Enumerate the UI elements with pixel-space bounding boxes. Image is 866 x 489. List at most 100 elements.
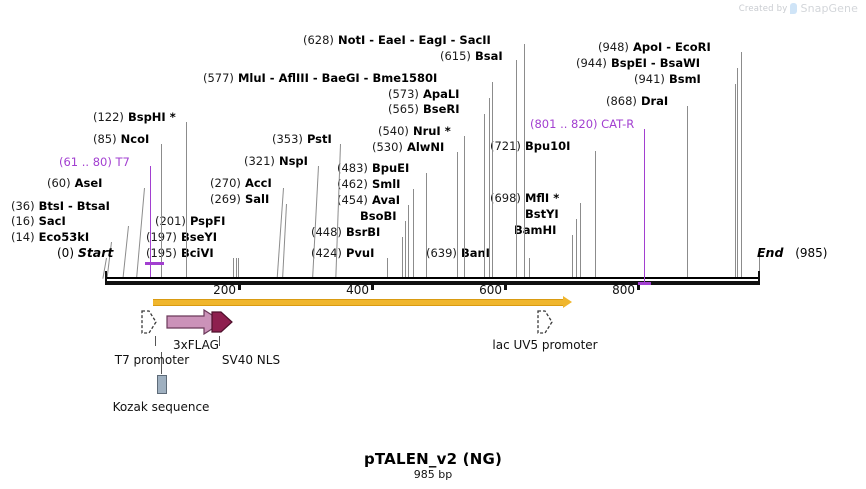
enzyme-label-bani[interactable]: (639) BanI (426, 247, 490, 259)
enzyme-label-acci[interactable]: (270) AccI (210, 177, 272, 189)
feature-label-t7-promoter[interactable]: T7 promoter (114, 353, 190, 367)
feature-lac-uv5-promoter-arrow[interactable] (536, 309, 554, 339)
feature-tick (155, 336, 156, 346)
enzyme-label-saci[interactable]: (16) SacI (11, 215, 66, 227)
enzyme-names: PstI (306, 132, 332, 146)
enzyme-label-noti[interactable]: (628) NotI - EaeI - EagI - SacII (303, 34, 491, 46)
leader-line (408, 205, 409, 279)
enzyme-label-smli[interactable]: (462) SmlI (337, 178, 400, 190)
enzyme-label-bsphi[interactable]: (122) BspHI * (93, 111, 176, 123)
feature-label-3xflag[interactable]: 3xFLAG (173, 338, 219, 352)
enzyme-label-apoi[interactable]: (948) ApoI - EcoRI (598, 41, 711, 53)
feature-position: (801 .. 820) (530, 117, 598, 131)
leader-line (580, 203, 581, 279)
ruler-tick-600 (504, 281, 507, 290)
enzyme-position: (721) (490, 139, 521, 153)
start-position: (0) (57, 246, 74, 260)
plasmid-length: 985 bp (413, 468, 453, 481)
enzyme-label-drai[interactable]: (868) DraI (606, 95, 668, 107)
end-text: End (757, 245, 784, 260)
enzyme-label-bspei[interactable]: (944) BspEI - BsaWI (576, 57, 700, 69)
feature-label-kozak[interactable]: Kozak sequence (112, 400, 210, 414)
enzyme-label-alwni[interactable]: (530) AlwNI (372, 141, 444, 153)
enzyme-label-bpuei[interactable]: (483) BpuEI (337, 162, 409, 174)
enzyme-label-bstyi[interactable]: BstYI (525, 208, 559, 220)
feature-sv40-nls-arrow[interactable] (211, 309, 233, 339)
enzyme-label-btsi[interactable]: (36) BtsI - BtsaI (11, 200, 110, 212)
end-position: (985) (795, 246, 828, 260)
enzyme-names: SmlI (371, 177, 401, 191)
enzyme-position: (698) (490, 191, 521, 205)
enzyme-label-asei[interactable]: (60) AseI (47, 177, 102, 189)
ruler-end-cap (758, 271, 760, 285)
ruler-tick-label-800: 800 (612, 283, 635, 297)
enzyme-names: SalI (244, 192, 270, 206)
enzyme-label-pvui[interactable]: (424) PvuI (311, 247, 374, 259)
enzyme-position: (628) (303, 33, 334, 47)
enzyme-names: BciVI (180, 246, 214, 260)
enzyme-label-ncoi[interactable]: (85) NcoI (93, 133, 149, 145)
enzyme-names: DraI (640, 94, 669, 108)
snapgene-watermark: Created by SnapGene (739, 2, 858, 15)
enzyme-label-nspi[interactable]: (321) NspI (244, 155, 308, 167)
enzyme-names: BtsI - BtsaI (38, 199, 110, 213)
leader-line (492, 82, 493, 279)
enzyme-names: BsaI (474, 49, 503, 63)
enzyme-position: (868) (606, 94, 637, 108)
enzyme-label-sali[interactable]: (269) SalI (210, 193, 269, 205)
enzyme-label-bsobi[interactable]: BsoBI (360, 210, 397, 222)
cat-r-ruler-marker-stem (644, 272, 646, 284)
enzyme-names: BanI (460, 246, 490, 260)
open-arrow-icon (141, 310, 157, 334)
enzyme-label-psti[interactable]: (353) PstI (272, 133, 332, 145)
leader-line (529, 258, 530, 279)
enzyme-label-eco53ki[interactable]: (14) Eco53kI (11, 231, 89, 243)
filled-arrow-icon (211, 311, 233, 333)
enzyme-label-mfli[interactable]: (698) MflI * (490, 192, 559, 204)
feature-position: (61 .. 80) (59, 155, 112, 169)
feature-label-sv40-nls[interactable]: SV40 NLS (221, 353, 281, 367)
leader-line (735, 84, 736, 279)
feature-t7-promoter-arrow[interactable] (140, 309, 158, 339)
enzyme-names: BseYI (180, 230, 217, 244)
leader-line (595, 151, 596, 279)
enzyme-names: BseRI (422, 102, 460, 116)
enzyme-label-bsai[interactable]: (615) BsaI (440, 50, 503, 62)
leader-line (161, 144, 162, 279)
leader-line (524, 44, 525, 279)
leader-line (457, 152, 458, 279)
leader-line (413, 189, 414, 279)
enzyme-label-bpu10i[interactable]: (721) Bpu10I (490, 140, 570, 152)
t7-ruler-marker (145, 262, 164, 265)
enzyme-names: NotI - EaeI - EagI - SacII (337, 33, 491, 47)
feature-kozak-box[interactable] (157, 375, 167, 394)
leader-line (576, 219, 577, 279)
leader-line (737, 68, 738, 279)
enzyme-label-bseri[interactable]: (565) BseRI (388, 103, 460, 115)
enzyme-label-apali[interactable]: (573) ApaLI (388, 88, 459, 100)
enzyme-label-bsrbi[interactable]: (448) BsrBI (311, 226, 380, 238)
enzyme-label-pspfi[interactable]: (201) PspFI (155, 215, 225, 227)
enzyme-position: (122) (93, 110, 124, 124)
feature-tick (161, 352, 162, 374)
orange-feature-track[interactable] (153, 299, 563, 306)
ruler-tick-label-200: 200 (213, 283, 236, 297)
leader-line (238, 258, 239, 279)
enzyme-names: ApaLI (422, 87, 460, 101)
feature-label-t7[interactable]: (61 .. 80) T7 (59, 156, 130, 168)
enzyme-names: Bpu10I (524, 139, 571, 153)
feature-label-lac-uv5-promoter[interactable]: lac UV5 promoter (492, 338, 598, 352)
enzyme-label-bsmi[interactable]: (941) BsmI (634, 73, 701, 85)
feature-label-cat-r[interactable]: (801 .. 820) CAT-R (530, 118, 634, 130)
ruler-tick-200 (238, 281, 241, 290)
snapgene-logo-icon (790, 3, 798, 14)
enzyme-names: PspFI (189, 214, 226, 228)
enzyme-label-avai[interactable]: (454) AvaI (337, 194, 400, 206)
enzyme-label-nrui[interactable]: (540) NruI * (378, 125, 451, 137)
enzyme-names: BsoBI (360, 209, 397, 223)
leader-line (186, 122, 187, 279)
leader-line (464, 136, 465, 279)
enzyme-label-mlui[interactable]: (577) MluI - AflIII - BaeGI - Bme1580I (203, 72, 437, 84)
feature-name: CAT-R (601, 117, 635, 131)
